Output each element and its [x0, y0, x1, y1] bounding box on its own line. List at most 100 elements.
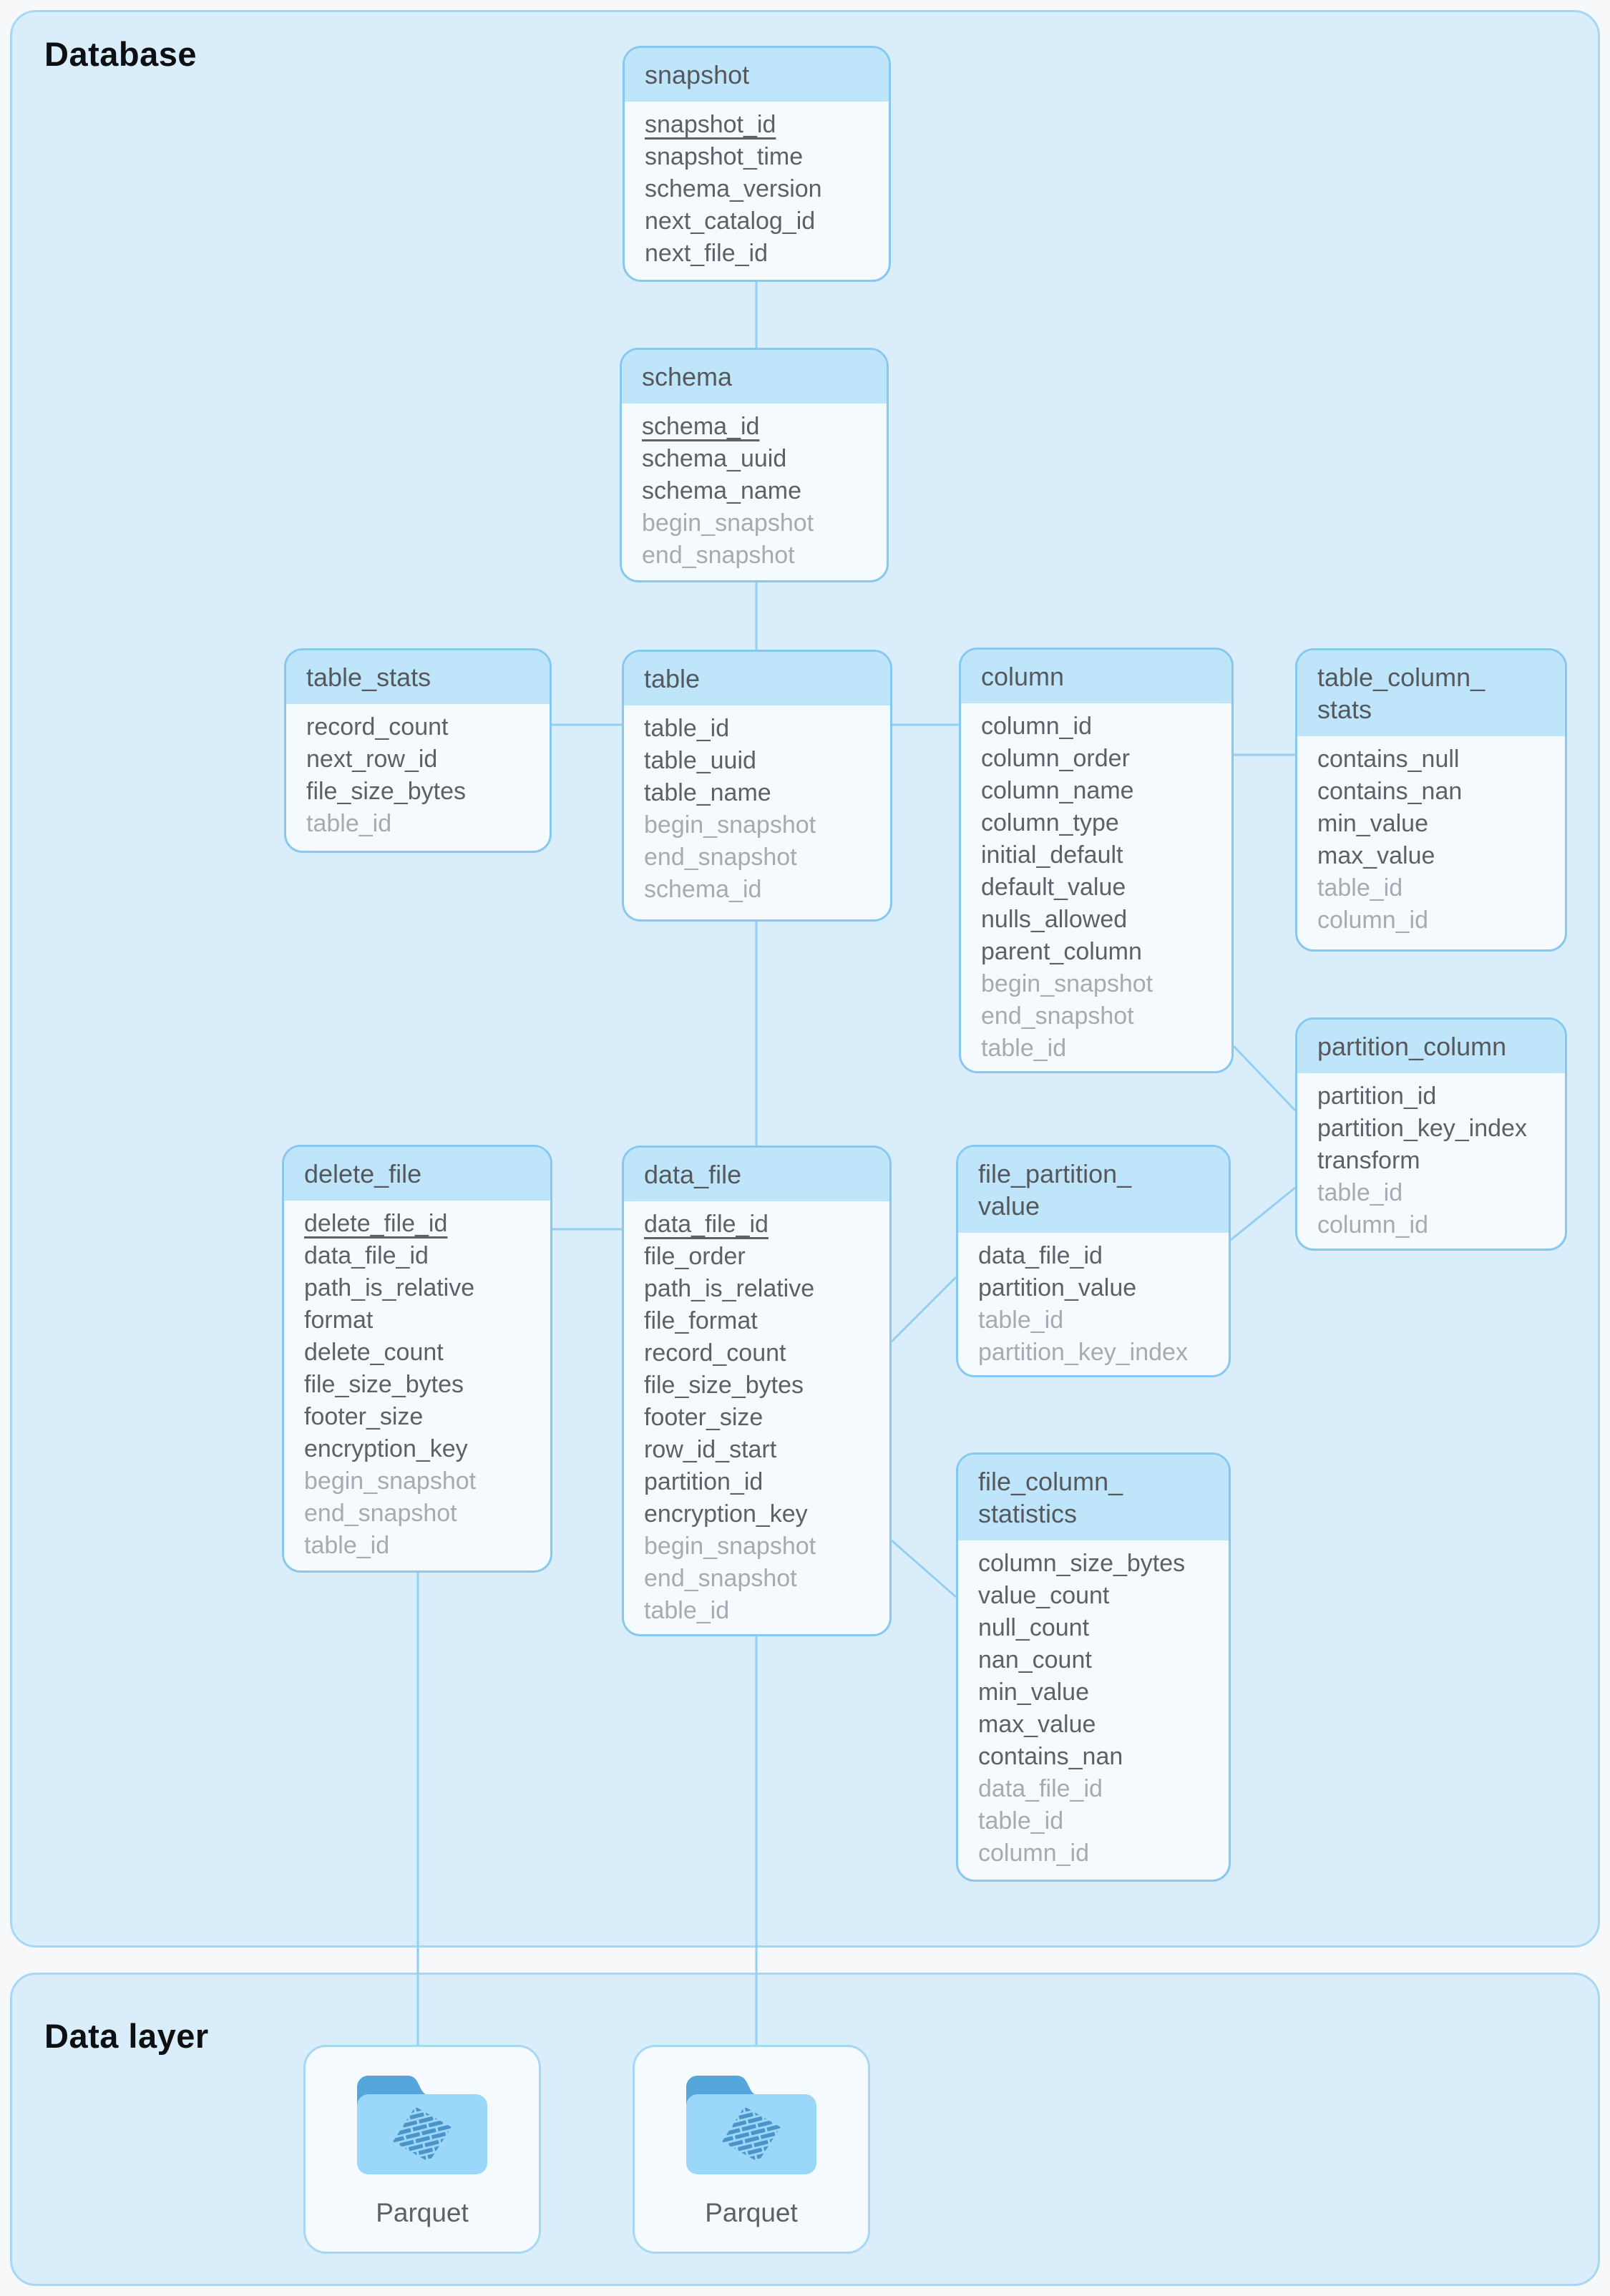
- database-title: Database: [44, 35, 197, 73]
- parquet-label: Parquet: [376, 2198, 469, 2227]
- field-column-size-bytes: column_size_bytes: [978, 1550, 1186, 1577]
- field-end-snapshot: end_snapshot: [304, 1500, 457, 1527]
- field-next-row-id: next_row_id: [306, 746, 438, 773]
- entity-data-file: data_file data_file_id file_order path_is_r…: [622, 1145, 892, 1636]
- field-partition-key-index: partition_key_index: [1317, 1115, 1527, 1142]
- field-record-count: record_count: [644, 1339, 786, 1367]
- field-contains-nan: contains_nan: [1317, 778, 1463, 805]
- entity-partition-column: partition_column partition_id partition_ke…: [1295, 1017, 1567, 1251]
- field-file-size-bytes: file_size_bytes: [304, 1371, 464, 1398]
- field-encryption-key: encryption_key: [304, 1435, 468, 1462]
- field-partition-key-index: partition_key_index: [978, 1339, 1188, 1366]
- entity-fields: table_id table_uuid table_name begin_snapsh…: [624, 705, 890, 910]
- field-table-id: table_id: [1317, 1179, 1403, 1206]
- entity-fields: partition_id partition_key_index transform…: [1297, 1073, 1565, 1246]
- entity-title: file_column_statistics: [958, 1455, 1229, 1540]
- field-table-id: table_id: [306, 810, 392, 837]
- parquet-folder-icon: [357, 2076, 487, 2174]
- field-delete-file-id: delete_file_id: [304, 1210, 448, 1237]
- field-end-snapshot: end_snapshot: [644, 844, 797, 871]
- field-nan-count: nan_count: [978, 1646, 1092, 1674]
- field-transform: transform: [1317, 1147, 1420, 1174]
- entity-title: partition_column: [1297, 1020, 1565, 1073]
- field-partition-id: partition_id: [1317, 1083, 1437, 1110]
- field-record-count: record_count: [306, 713, 449, 741]
- entity-table: table table_id table_uuid table_name begin_s…: [622, 650, 892, 922]
- field-begin-snapshot: begin_snapshot: [644, 811, 816, 839]
- parquet-folder-icon: [348, 2064, 496, 2188]
- field-file-format: file_format: [644, 1307, 758, 1334]
- field-file-size-bytes: file_size_bytes: [644, 1372, 804, 1399]
- field-begin-snapshot: begin_snapshot: [981, 970, 1153, 997]
- field-snapshot-id: snapshot_id: [645, 111, 776, 138]
- field-table-id: table_id: [304, 1532, 390, 1559]
- field-begin-snapshot: begin_snapshot: [642, 509, 814, 537]
- field-delete-count: delete_count: [304, 1339, 444, 1366]
- field-value-count: value_count: [978, 1582, 1110, 1609]
- field-table-uuid: table_uuid: [644, 747, 756, 774]
- field-partition-value: partition_value: [978, 1274, 1137, 1301]
- field-encryption-key: encryption_key: [644, 1500, 808, 1528]
- entity-title: schema: [622, 350, 887, 404]
- field-partition-id: partition_id: [644, 1468, 763, 1495]
- field-schema-id: schema_id: [644, 876, 762, 903]
- entity-title: column: [961, 650, 1231, 703]
- connector-line: [1232, 1045, 1297, 1112]
- field-parent-column: parent_column: [981, 938, 1142, 965]
- field-data-file-id: data_file_id: [978, 1775, 1103, 1802]
- field-min-value: min_value: [1317, 810, 1428, 837]
- connector-line: [891, 1539, 957, 1598]
- field-default-value: default_value: [981, 874, 1126, 901]
- entity-fields: contains_null contains_nan min_value max_va…: [1297, 736, 1565, 941]
- entity-title: snapshot: [625, 48, 889, 102]
- field-initial-default: initial_default: [981, 841, 1123, 869]
- field-nulls-allowed: nulls_allowed: [981, 906, 1128, 933]
- field-data-file-id: data_file_id: [644, 1211, 769, 1238]
- connector-line: [1230, 1186, 1296, 1241]
- field-contains-nan: contains_nan: [978, 1743, 1123, 1770]
- field-table-id: table_id: [981, 1035, 1067, 1062]
- field-data-file-id: data_file_id: [304, 1242, 429, 1269]
- field-table-id: table_id: [644, 1597, 730, 1624]
- field-null-count: null_count: [978, 1614, 1090, 1641]
- field-format: format: [304, 1306, 374, 1334]
- field-next-catalog-id: next_catalog_id: [645, 207, 816, 235]
- entity-title: delete_file: [284, 1147, 550, 1201]
- field-column-id: column_id: [978, 1840, 1089, 1867]
- field-end-snapshot: end_snapshot: [644, 1565, 797, 1592]
- field-file-order: file_order: [644, 1243, 746, 1270]
- field-table-id: table_id: [644, 715, 730, 742]
- field-end-snapshot: end_snapshot: [642, 542, 795, 569]
- entity-title: table_stats: [286, 650, 550, 704]
- connector-line: [890, 1276, 957, 1343]
- entity-title: table: [624, 652, 890, 705]
- entity-snapshot: snapshot snapshot_id snapshot_time schema_v…: [623, 46, 891, 282]
- parquet-file-card: Parquet: [303, 2045, 541, 2254]
- parquet-file-card: Parquet: [633, 2045, 870, 2254]
- field-column-name: column_name: [981, 777, 1134, 804]
- field-schema-name: schema_name: [642, 477, 802, 504]
- parquet-folder-icon: [678, 2064, 825, 2188]
- field-path-is-relative: path_is_relative: [644, 1275, 815, 1302]
- field-footer-size: footer_size: [304, 1403, 424, 1430]
- field-table-name: table_name: [644, 779, 771, 806]
- entity-title: table_column_stats: [1297, 650, 1565, 736]
- field-contains-null: contains_null: [1317, 746, 1460, 773]
- field-snapshot-time: snapshot_time: [645, 143, 804, 170]
- field-max-value: max_value: [1317, 842, 1435, 869]
- field-schema-version: schema_version: [645, 175, 822, 202]
- field-column-id: column_id: [1317, 1211, 1428, 1239]
- field-column-order: column_order: [981, 745, 1130, 772]
- entity-title: data_file: [624, 1148, 889, 1201]
- field-begin-snapshot: begin_snapshot: [304, 1467, 477, 1495]
